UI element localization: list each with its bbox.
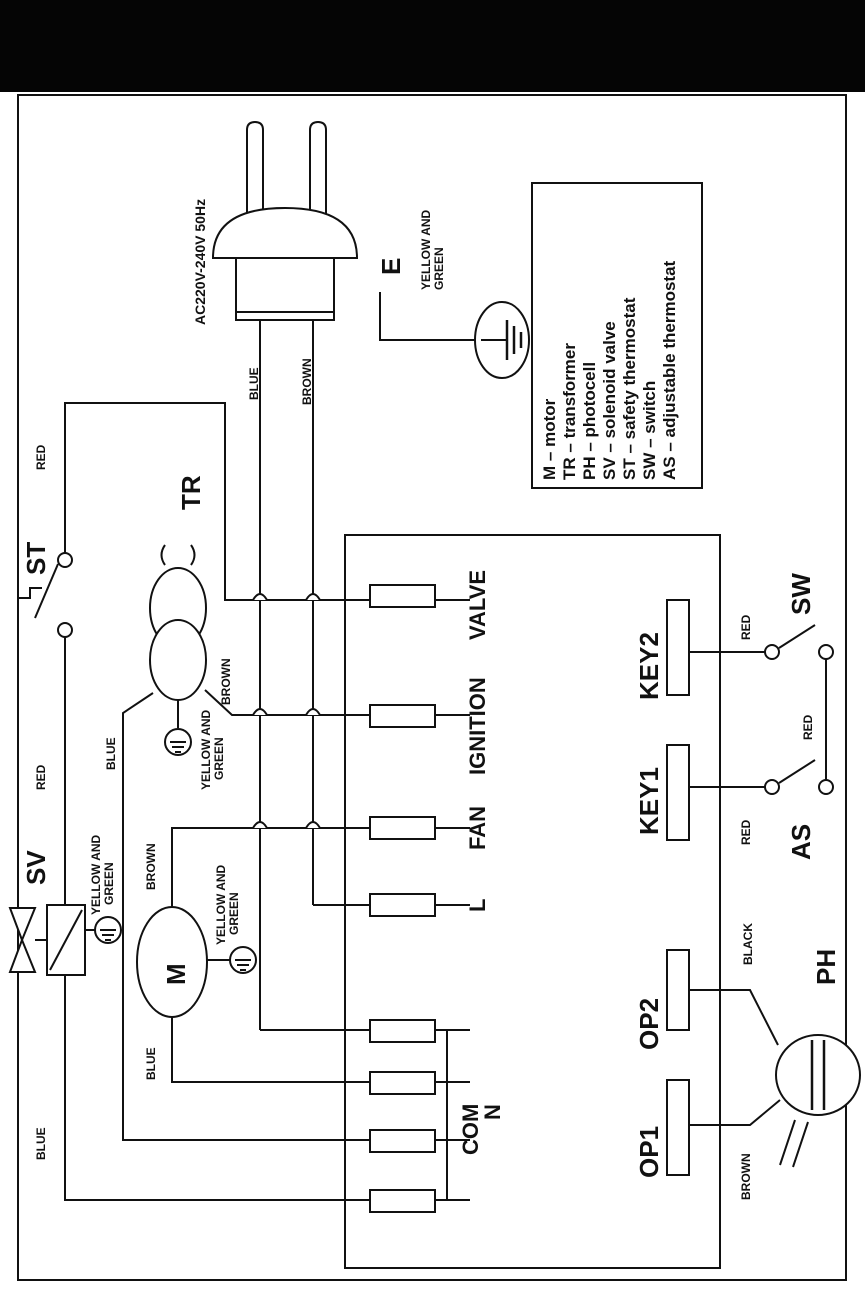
wire-blue-tr-com xyxy=(122,692,470,1141)
tr-ground-label-2: GREEN xyxy=(212,737,226,780)
sw-label: SW xyxy=(786,573,816,615)
terminal-label-fan: FAN xyxy=(465,806,490,850)
wire-label-brown-ph: BROWN xyxy=(739,1153,753,1200)
photocell-label: PH xyxy=(811,949,841,985)
wire-label-red-st: RED xyxy=(34,444,48,470)
legend-item-m: M – motor xyxy=(540,398,559,480)
transformer-symbol xyxy=(149,544,207,701)
wire-label-red-as: RED xyxy=(801,714,815,740)
wire-label-blue-tr: BLUE xyxy=(104,737,118,770)
terminal-key1 xyxy=(666,744,690,841)
terminal-l xyxy=(369,893,436,917)
earth-label-line-1: YELLOW AND xyxy=(419,209,433,290)
sv-ground-icon xyxy=(85,916,122,944)
st-label: ST xyxy=(21,542,51,575)
motor-symbol xyxy=(136,906,208,1018)
legend-item-ph: PH – photocell xyxy=(580,362,599,480)
power-rating-label: AC220V-240V 50Hz xyxy=(192,199,208,325)
motor-ground-icon xyxy=(207,946,257,974)
terminal-ignition xyxy=(369,704,436,728)
wire-blue-sv-com xyxy=(64,975,470,1201)
as-thermostat-symbol xyxy=(764,759,834,795)
terminal-label-ignition: IGNITION xyxy=(465,677,490,775)
as-label: AS xyxy=(786,824,816,860)
controller-board xyxy=(344,534,721,1269)
terminal-fan xyxy=(369,816,436,840)
sw-switch-symbol xyxy=(764,624,834,660)
wire-label-brown-tr: BROWN xyxy=(219,658,233,705)
wire-label-blue-sv: BLUE xyxy=(34,1127,48,1160)
wire-label-brown-plug: BROWN xyxy=(300,358,314,405)
terminal-label-op2: OP2 xyxy=(634,998,664,1050)
legend-box xyxy=(531,182,703,489)
tr-ground-icon xyxy=(164,700,192,756)
legend-item-st: ST – safety thermostat xyxy=(620,297,639,480)
sv-ground-label-1: YELLOW AND xyxy=(89,834,103,915)
legend-item-sv: SV – solenoid valve xyxy=(600,321,619,480)
wire-label-brown-motor: BROWN xyxy=(144,843,158,890)
diagram-frame xyxy=(17,94,847,1281)
terminal-com-4 xyxy=(369,1189,436,1213)
earth-letter: E xyxy=(376,258,406,275)
terminal-op1 xyxy=(666,1079,690,1176)
terminal-label-key1: KEY1 xyxy=(634,767,664,835)
wire-label-red-key2: RED xyxy=(739,614,753,640)
legend-item-sw: SW – switch xyxy=(640,381,659,480)
tr-label: TR xyxy=(176,475,206,510)
sv-ground-label-2: GREEN xyxy=(102,862,116,905)
wire-label-red-key1: RED xyxy=(739,819,753,845)
wire-label-black: BLACK xyxy=(741,923,755,965)
photocell-symbol xyxy=(775,1034,861,1168)
wire-label-red-sv: RED xyxy=(34,764,48,790)
motor-ground-label-1: YELLOW AND xyxy=(214,864,228,945)
wire-red-st-valve xyxy=(64,402,470,601)
wire-label-blue-motor: BLUE xyxy=(144,1047,158,1080)
terminal-com-3 xyxy=(369,1129,436,1153)
motor-label: M xyxy=(161,963,191,985)
terminal-com-2 xyxy=(369,1071,436,1095)
wire-black-op2-ph xyxy=(689,989,779,1046)
legend-item-tr: TR – transformer xyxy=(560,343,579,480)
terminal-com-1 xyxy=(369,1019,436,1043)
terminal-label-l: L xyxy=(465,899,490,912)
terminal-blocks xyxy=(369,584,436,1213)
wire-brown-op1-ph xyxy=(689,1099,781,1126)
terminal-valve xyxy=(369,584,436,608)
terminal-label-com: COM xyxy=(458,1104,483,1155)
terminal-label-key2: KEY2 xyxy=(634,632,664,700)
terminal-label-valve: VALVE xyxy=(465,570,490,640)
terminal-key2 xyxy=(666,599,690,696)
motor-ground-label-2: GREEN xyxy=(227,892,241,935)
power-plug xyxy=(211,120,359,321)
terminal-label-op1: OP1 xyxy=(634,1126,664,1178)
tr-ground-label-1: YELLOW AND xyxy=(199,709,213,790)
terminal-label-n: N xyxy=(480,1104,505,1120)
earth-ground-icon xyxy=(474,301,530,379)
wire-label-blue-plug: BLUE xyxy=(247,367,261,400)
earth-label-line-2: GREEN xyxy=(432,247,446,290)
legend-list: M – motor TR – transformer PH – photocel… xyxy=(540,260,679,480)
legend-item-as: AS – adjustable thermostat xyxy=(660,260,679,480)
wire-crossovers xyxy=(252,593,321,829)
header-bar xyxy=(0,0,865,92)
solenoid-valve-symbol xyxy=(8,904,86,976)
terminal-op2 xyxy=(666,949,690,1031)
sv-label: SV xyxy=(21,850,51,885)
